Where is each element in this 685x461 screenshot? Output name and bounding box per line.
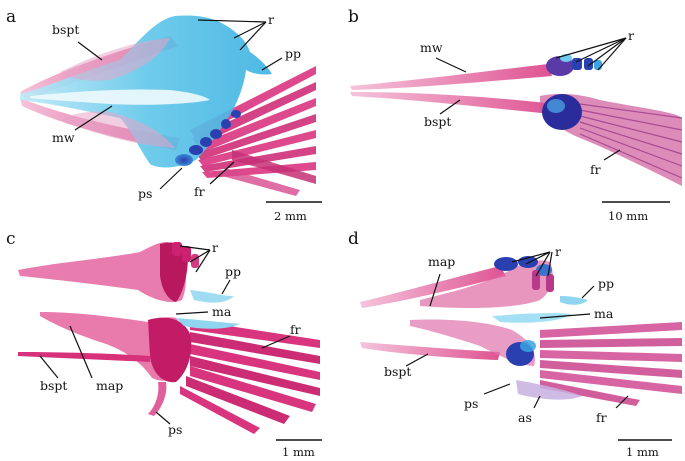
panel-b-fin-rays bbox=[579, 103, 683, 179]
label-d-ps: ps bbox=[464, 396, 478, 411]
label-b-mw: mw bbox=[420, 40, 443, 55]
panel-d-leader-lines bbox=[405, 251, 629, 409]
label-d-bspt: bspt bbox=[384, 364, 411, 379]
label-c-r: r bbox=[212, 240, 218, 255]
label-c-ma: ma bbox=[212, 304, 232, 319]
label-a-fr: fr bbox=[194, 184, 205, 199]
label-b-fr: fr bbox=[590, 162, 601, 177]
panel-label-c: c bbox=[6, 229, 16, 249]
label-a-bspt: bspt bbox=[52, 22, 79, 37]
label-a-pp: pp bbox=[285, 46, 301, 61]
label-d-pp: pp bbox=[598, 276, 614, 291]
label-a-r: r bbox=[268, 12, 274, 27]
label-c-fr: fr bbox=[290, 322, 301, 337]
panel-c: c bbox=[6, 229, 322, 459]
label-c-pp: pp bbox=[225, 264, 241, 279]
label-a-ps: ps bbox=[138, 186, 152, 201]
scale-label-d: 1 mm bbox=[626, 445, 659, 459]
panel-b-upper-radials bbox=[546, 54, 602, 76]
scale-label-b: 10 mm bbox=[608, 209, 648, 223]
label-c-bspt: bspt bbox=[40, 378, 67, 393]
panel-a-radials bbox=[175, 110, 241, 166]
panel-c-fin-rays bbox=[180, 320, 320, 434]
panel-b: b bbox=[348, 7, 683, 223]
panel-label-a: a bbox=[6, 7, 16, 27]
label-d-as: as bbox=[518, 410, 532, 425]
panel-a: a bbox=[6, 7, 322, 223]
label-a-mw: mw bbox=[52, 130, 75, 145]
label-c-map: map bbox=[96, 378, 123, 393]
panel-c-leader-lines bbox=[39, 245, 291, 425]
panel-label-b: b bbox=[348, 7, 359, 27]
panel-d-fin-rays bbox=[540, 322, 682, 406]
scale-label-a: 2 mm bbox=[274, 209, 307, 223]
panel-d: d bbox=[348, 229, 682, 459]
label-d-fr: fr bbox=[596, 410, 607, 425]
panel-a-leader-lines bbox=[74, 19, 283, 190]
scale-label-c: 1 mm bbox=[282, 445, 315, 459]
label-d-map: map bbox=[428, 254, 455, 269]
label-c-ps: ps bbox=[168, 422, 182, 437]
label-b-bspt: bspt bbox=[424, 114, 451, 129]
panel-label-d: d bbox=[348, 229, 359, 249]
label-d-r: r bbox=[555, 244, 561, 259]
label-d-ma: ma bbox=[594, 306, 614, 321]
label-b-r: r bbox=[628, 28, 634, 43]
panel-b-leader-lines bbox=[435, 37, 627, 161]
